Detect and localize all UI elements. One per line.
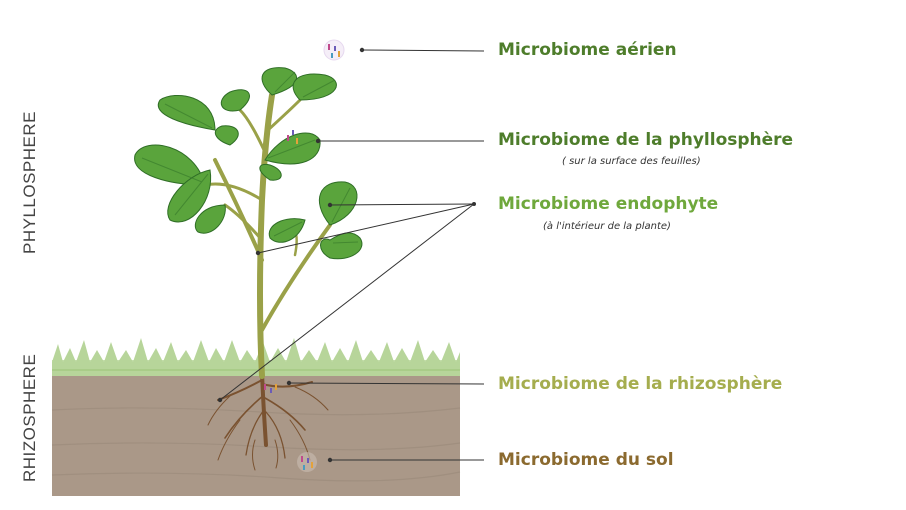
leader-lines	[219, 49, 485, 461]
microbe-cluster-aerial	[323, 39, 345, 61]
label-soil-microbiome: Microbiome du sol	[498, 450, 674, 470]
label-rhizosphere-microbiome: Microbiome de la rhizosphère	[498, 374, 783, 394]
microbe-cluster-rhizosphere	[264, 384, 277, 393]
grass-blades	[52, 338, 460, 376]
leader-dots	[217, 47, 476, 463]
phyllosphere-note: ( sur la surface des feuilles)	[562, 156, 701, 167]
phyllosphere-side-label: PHYLLOSPHERE	[20, 111, 39, 254]
label-phyllosphere-microbiome: Microbiome de la phyllosphère	[498, 130, 794, 150]
rhizosphere-side-label: RHIZOSPHERE	[20, 353, 39, 482]
label-aerial-microbiome: Microbiome aérien	[498, 40, 677, 60]
microbe-cluster-phyllosphere	[287, 130, 298, 144]
soil-texture	[51, 407, 461, 482]
endophyte-note: (à l'intérieur de la plante)	[543, 221, 671, 232]
microbe-cluster-soil	[297, 452, 317, 472]
soil-layer	[52, 376, 460, 496]
label-endophyte-microbiome: Microbiome endophyte	[498, 194, 719, 214]
leaf-veins	[141, 71, 359, 244]
